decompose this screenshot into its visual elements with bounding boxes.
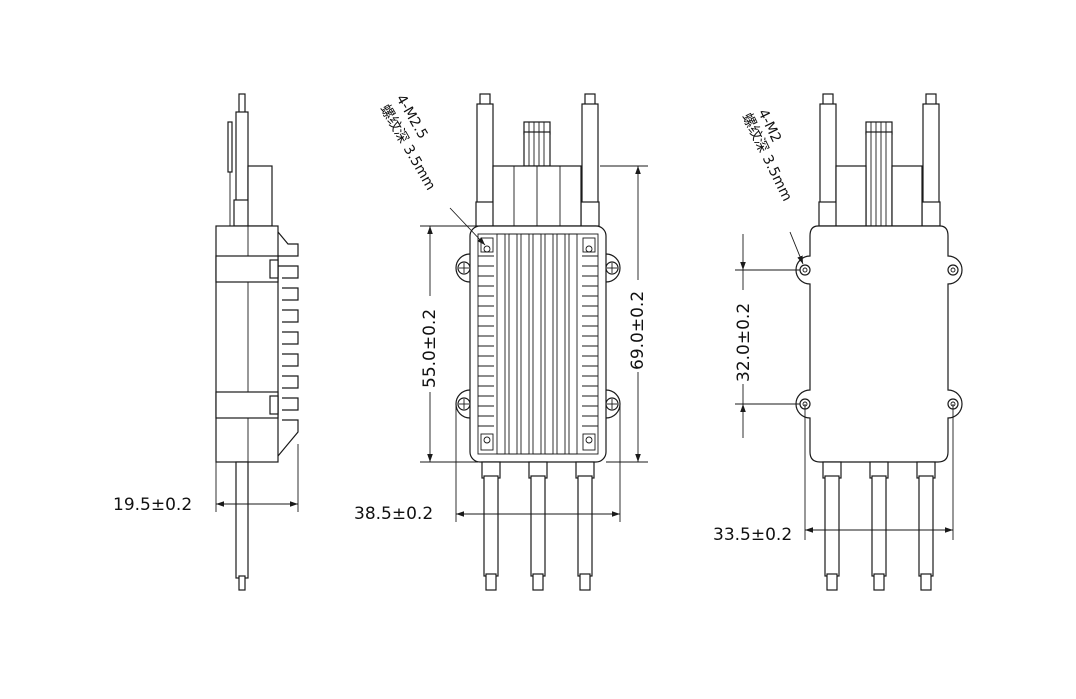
- side-thickness-dimension: 19.5±0.2: [113, 495, 192, 515]
- front-signal-wires: [523, 121, 551, 167]
- front-bottom-wires: [481, 461, 595, 591]
- side-boss-top: [215, 255, 279, 283]
- front-connector-block: [492, 165, 582, 227]
- back-width-dimension: 33.5±0.2: [713, 525, 792, 545]
- side-bottom-wire: [235, 461, 249, 579]
- back-bottom-wires: [822, 461, 936, 591]
- front-mounting-ears: [455, 253, 621, 419]
- front-width-dimension: 38.5±0.2: [354, 504, 433, 524]
- back-signal-wires: [865, 121, 893, 227]
- side-connector-block: [247, 165, 273, 227]
- front-body: [469, 225, 607, 463]
- front-view: 55.0±0.2 69.0±0.2 38.5±0.2 4-M2.5 螺纹深 3.…: [354, 92, 648, 591]
- back-body: [795, 225, 963, 463]
- side-boss-bottom: [215, 391, 279, 419]
- side-top-wires: [227, 93, 251, 227]
- back-connector-block: [835, 165, 923, 227]
- side-heatsink-fins: [277, 231, 299, 457]
- front-top-wires: [475, 93, 600, 227]
- side-view: 19.5±0.2: [113, 93, 299, 591]
- back-view: 32.0±0.2 33.5±0.2 4-M2 螺纹深 3.5mm: [713, 93, 963, 591]
- front-total-height-dimension: 69.0±0.2: [628, 291, 648, 370]
- back-top-wires: [818, 93, 941, 227]
- front-heatsink-slots: [478, 233, 598, 455]
- front-hole-height-dimension: 55.0±0.2: [420, 309, 440, 388]
- back-hole-height-dimension: 32.0±0.2: [734, 303, 754, 382]
